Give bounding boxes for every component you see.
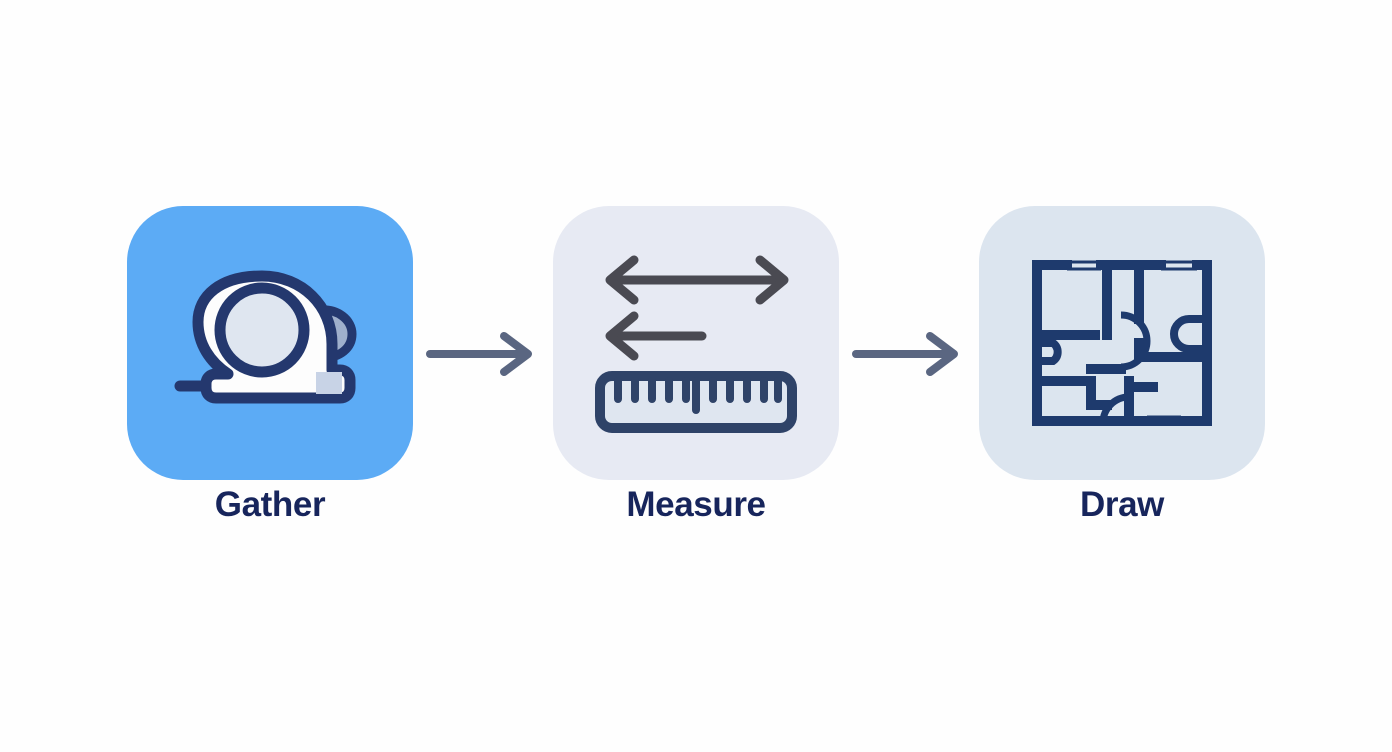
card-measure[interactable] — [553, 206, 839, 480]
ruler-and-dimension-arrows-icon — [586, 243, 806, 443]
step-draw[interactable]: Draw — [979, 206, 1265, 546]
step-gather[interactable]: Gather — [127, 206, 413, 546]
step-label-draw: Draw — [1080, 485, 1164, 524]
tape-measure-icon — [160, 243, 380, 443]
step-label-gather: Gather — [214, 485, 326, 524]
step-measure[interactable]: Measure — [553, 206, 839, 546]
arrow-right-icon — [424, 328, 542, 380]
card-draw[interactable] — [979, 206, 1265, 480]
double-arrow-left-right-icon — [605, 255, 789, 305]
ruler-icon — [595, 371, 797, 433]
step-label-measure: Measure — [626, 485, 766, 524]
connector-gather-to-measure — [413, 184, 553, 524]
card-gather[interactable] — [127, 206, 413, 480]
arrow-right-icon — [850, 328, 968, 380]
floor-plan-icon — [1012, 243, 1232, 443]
connector-measure-to-draw — [839, 184, 979, 524]
arrow-left-icon — [605, 311, 707, 361]
